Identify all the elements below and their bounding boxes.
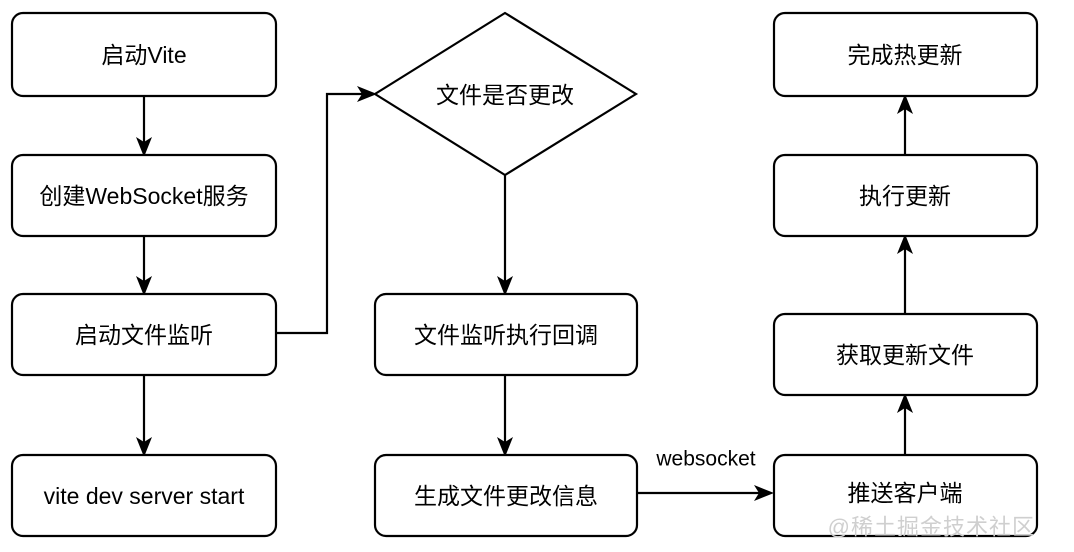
- node-watch-callback[interactable]: 文件监听执行回调: [373, 292, 639, 377]
- node-shape-rounded-rect: [373, 453, 639, 538]
- arrow-head-icon: [897, 94, 913, 114]
- arrow-head-icon: [897, 234, 913, 254]
- arrow-head-icon: [136, 437, 152, 457]
- node-shape-rounded-rect: [772, 153, 1039, 238]
- arrow-head-icon: [136, 137, 152, 157]
- node-start-file-watch[interactable]: 启动文件监听: [10, 292, 278, 377]
- node-label-gen-change-info: 生成文件更改信息: [414, 483, 598, 509]
- node-shape-rounded-rect: [10, 153, 278, 238]
- node-start-vite[interactable]: 启动Vite: [10, 11, 278, 98]
- node-file-changed[interactable]: 文件是否更改: [372, 11, 639, 177]
- nodes-layer: 启动Vite 创建WebSocket服务 启动文件监听 vite dev ser…: [10, 11, 1039, 538]
- edge-start-file-watch-to-file-changed: [276, 86, 377, 335]
- arrow-head-icon: [136, 276, 152, 296]
- edge-labels-layer: websocket: [655, 448, 755, 471]
- edge-push-to-client-to-fetch-update-file: [897, 393, 913, 455]
- edge-label-websocket: websocket: [655, 448, 755, 471]
- node-label-vite-dev-server: vite dev server start: [44, 483, 245, 509]
- watermark: @稀土掘金技术社区: [828, 515, 1035, 540]
- node-shape-rounded-rect: [772, 11, 1039, 98]
- node-apply-update[interactable]: 执行更新: [772, 153, 1039, 238]
- node-gen-change-info[interactable]: 生成文件更改信息: [373, 453, 639, 538]
- edge-create-websocket-to-start-file-watch: [136, 236, 152, 296]
- arrow-head-icon: [754, 485, 774, 501]
- node-label-create-websocket: 创建WebSocket服务: [39, 183, 248, 209]
- node-label-fetch-update-file: 获取更新文件: [836, 342, 974, 368]
- node-create-websocket[interactable]: 创建WebSocket服务: [10, 153, 278, 238]
- edge-file-changed-to-watch-callback: [497, 175, 513, 296]
- node-label-file-changed: 文件是否更改: [436, 82, 574, 108]
- node-push-to-client[interactable]: 推送客户端: [772, 453, 1039, 538]
- node-fetch-update-file[interactable]: 获取更新文件: [772, 312, 1039, 397]
- node-label-finish-hmr: 完成热更新: [848, 42, 963, 68]
- edge-start-file-watch-to-vite-dev-server: [136, 375, 152, 457]
- node-label-push-to-client: 推送客户端: [848, 480, 963, 506]
- arrow-head-icon: [497, 276, 513, 296]
- node-label-apply-update: 执行更新: [859, 183, 951, 209]
- edge-gen-change-info-to-push-to-client: [637, 485, 774, 501]
- edges-layer: [136, 86, 913, 501]
- arrow-head-icon: [357, 86, 377, 102]
- node-label-watch-callback: 文件监听执行回调: [414, 322, 598, 348]
- node-finish-hmr[interactable]: 完成热更新: [772, 11, 1039, 98]
- edge-fetch-update-file-to-apply-update: [897, 234, 913, 314]
- arrow-head-icon: [897, 393, 913, 413]
- edge-watch-callback-to-gen-change-info: [497, 375, 513, 457]
- node-label-start-vite: 启动Vite: [101, 42, 186, 68]
- node-shape-rounded-rect: [10, 11, 278, 98]
- node-shape-rounded-rect: [10, 453, 278, 538]
- edge-apply-update-to-finish-hmr: [897, 94, 913, 155]
- node-shape-rounded-rect: [772, 453, 1039, 538]
- node-vite-dev-server[interactable]: vite dev server start: [10, 453, 278, 538]
- node-label-start-file-watch: 启动文件监听: [75, 322, 213, 348]
- edge-start-vite-to-create-websocket: [136, 96, 152, 157]
- node-shape-rounded-rect: [373, 292, 639, 377]
- watermark-label: @稀土掘金技术社区: [828, 515, 1035, 540]
- arrow-head-icon: [497, 437, 513, 457]
- node-shape-diamond: [372, 11, 639, 177]
- node-shape-rounded-rect: [10, 292, 278, 377]
- node-shape-rounded-rect: [772, 312, 1039, 397]
